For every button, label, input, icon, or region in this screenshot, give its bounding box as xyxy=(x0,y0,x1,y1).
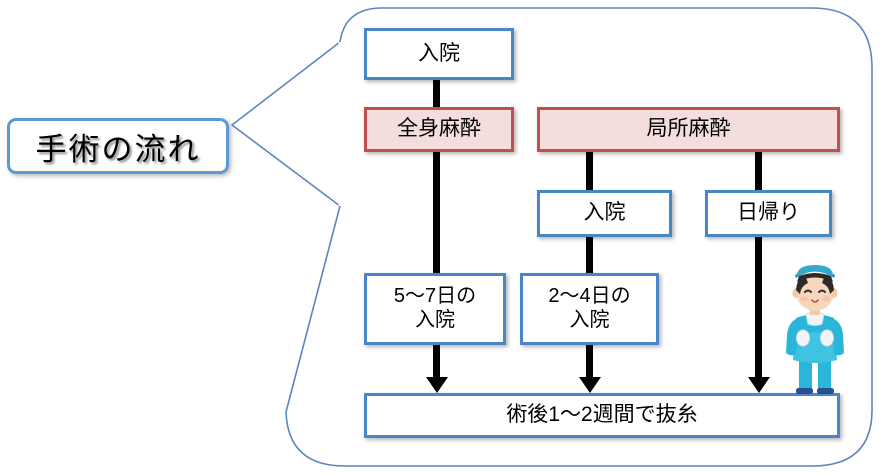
node-admission-top-label: 入院 xyxy=(418,41,460,65)
node-daycase-label: 日帰り xyxy=(737,201,800,225)
callout-label-text: 手術の流れ xyxy=(35,131,201,167)
callout-label-box[interactable]: 手術の流れ xyxy=(7,118,229,174)
callout-tail xyxy=(231,41,341,207)
node-stay-2-4-days-label: 2〜4日の 入院 xyxy=(548,285,631,331)
connector-daycase-to-suture xyxy=(755,235,762,379)
node-stay-5-7-days[interactable]: 5〜7日の 入院 xyxy=(364,273,506,345)
connector-admission-to-general xyxy=(433,78,440,109)
node-suture-removal-label: 術後1〜2週間で抜糸 xyxy=(506,403,698,427)
node-general-anesthesia-label: 全身麻酔 xyxy=(397,117,481,141)
arrowhead-stay24 xyxy=(579,377,601,393)
node-daycase[interactable]: 日帰り xyxy=(705,190,832,237)
node-admission-top[interactable]: 入院 xyxy=(364,28,514,80)
connector-local-to-daycase xyxy=(755,150,762,192)
node-admission-mid[interactable]: 入院 xyxy=(537,190,672,237)
node-stay-2-4-days[interactable]: 2〜4日の 入院 xyxy=(520,273,659,345)
node-admission-mid-label: 入院 xyxy=(583,201,626,225)
surgeon-illustration xyxy=(786,265,844,394)
connector-admission-to-stay24 xyxy=(586,235,593,275)
arrowhead-stay57 xyxy=(426,377,448,393)
node-suture-removal[interactable]: 術後1〜2週間で抜糸 xyxy=(364,393,840,438)
node-local-anesthesia[interactable]: 局所麻酔 xyxy=(537,107,840,152)
connector-local-to-admission xyxy=(586,150,593,192)
node-general-anesthesia[interactable]: 全身麻酔 xyxy=(364,107,514,152)
connector-stay57-to-suture xyxy=(433,343,440,379)
connector-stay24-to-suture xyxy=(586,343,593,379)
arrowhead-daycase xyxy=(748,377,770,393)
node-stay-5-7-days-label: 5〜7日の 入院 xyxy=(393,285,477,331)
connector-general-to-stay57 xyxy=(433,150,440,275)
node-local-anesthesia-label: 局所麻酔 xyxy=(646,117,731,141)
